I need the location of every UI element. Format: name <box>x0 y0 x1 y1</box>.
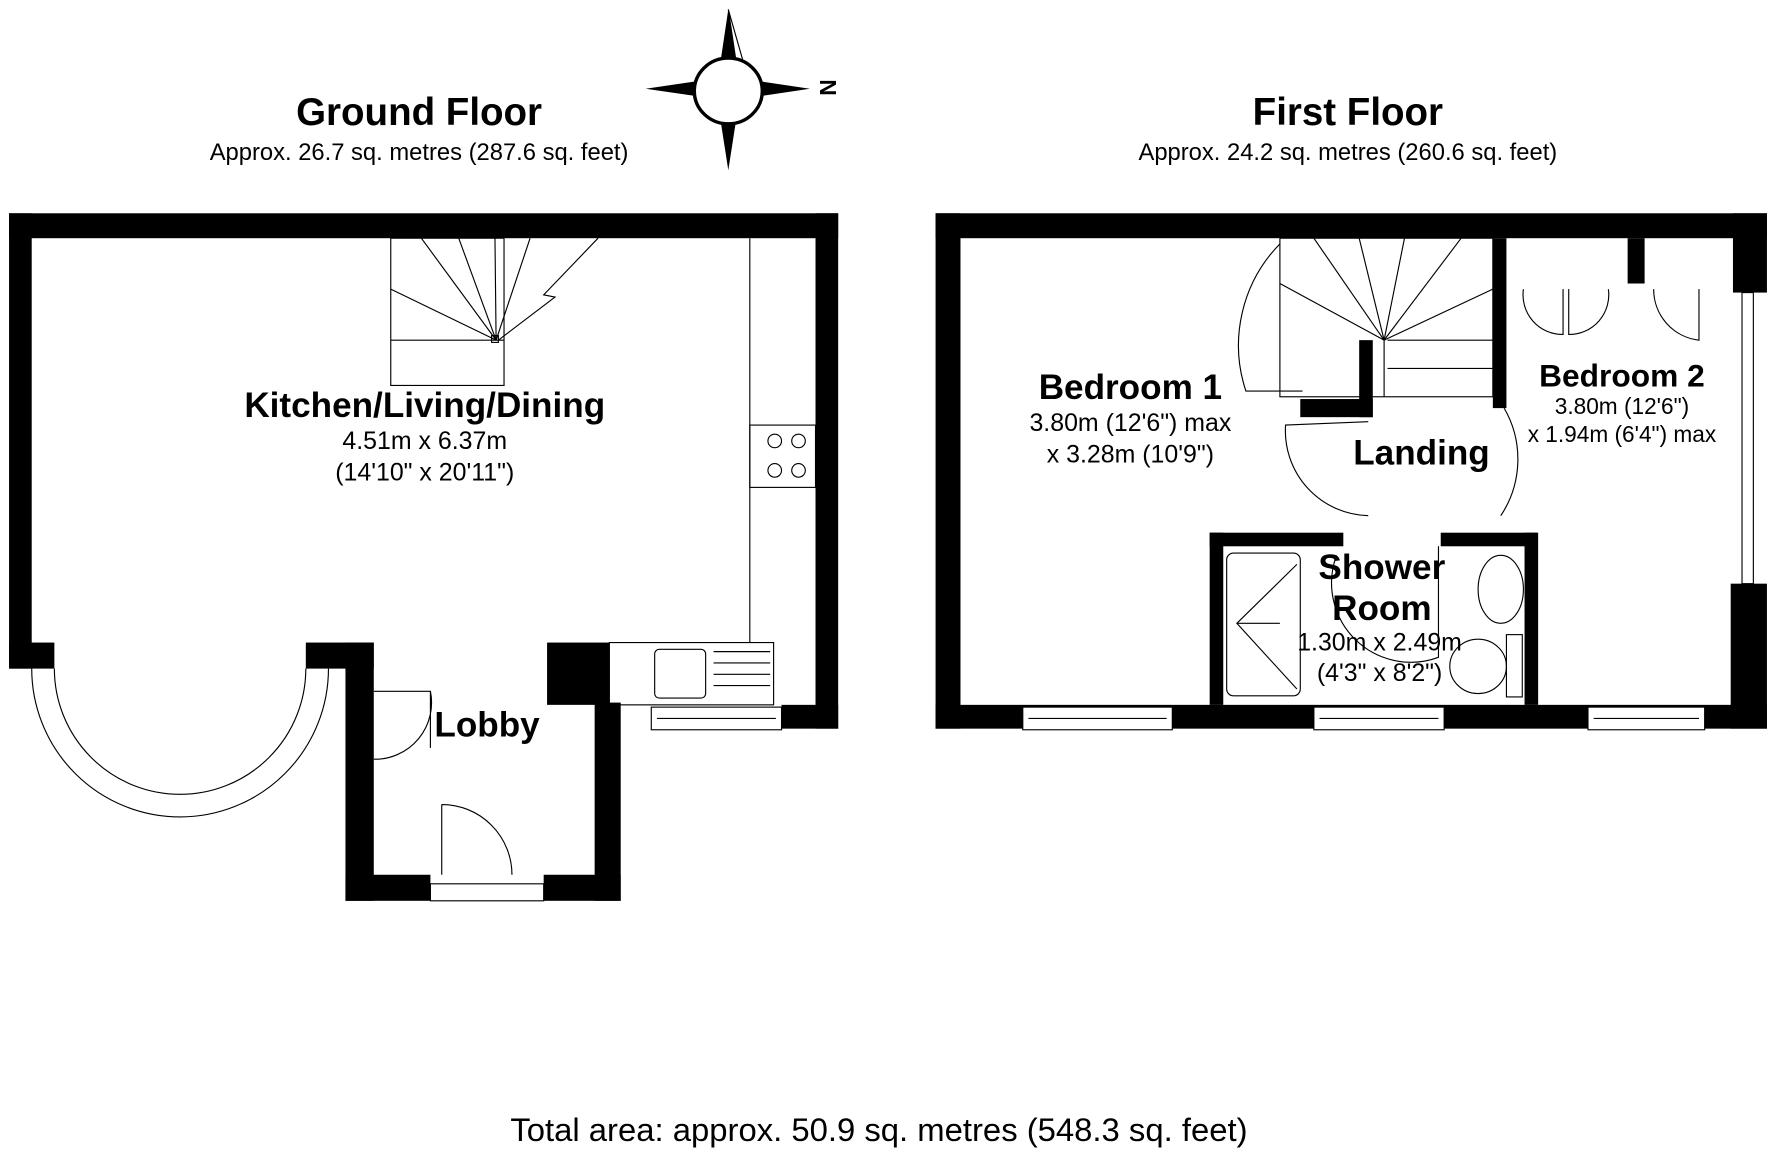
shower-room-dims: 1.30m x 2.49m <box>1297 628 1462 656</box>
first-floor-title: First Floor <box>1253 91 1443 134</box>
kitchen-dims-imperial: (14'10" x 20'11") <box>335 459 514 487</box>
total-area: Total area: approx. 50.9 sq. metres (548… <box>510 1111 1247 1148</box>
shower-room-dims-2: (4'3" x 8'2") <box>1317 659 1442 687</box>
bedroom-2-dims: 3.80m (12'6") <box>1555 393 1689 419</box>
bedroom-1-dims-2: x 3.28m (10'9") <box>1047 440 1214 468</box>
lobby-label: Lobby <box>434 706 540 745</box>
shower-room-label-2: Room <box>1332 589 1431 628</box>
ground-floor-plan: Kitchen/Living/Dining 4.51m x 6.37m (14'… <box>9 213 839 902</box>
landing-label: Landing <box>1353 434 1490 473</box>
bedroom-1-dims: 3.80m (12'6") max <box>1029 409 1231 437</box>
bedroom-1-label: Bedroom 1 <box>1039 368 1222 407</box>
ground-floor-title: Ground Floor <box>296 91 542 134</box>
bedroom-2-dims-2: x 1.94m (6'4") max <box>1528 421 1717 447</box>
shower-room-label-1: Shower <box>1318 548 1445 587</box>
first-floor-plan: Bedroom 1 3.80m (12'6") max x 3.28m (10'… <box>935 213 1767 731</box>
first-floor-area: Approx. 24.2 sq. metres (260.6 sq. feet) <box>1138 139 1557 166</box>
bedroom-2-label: Bedroom 2 <box>1539 358 1705 394</box>
kitchen-living-dining-label: Kitchen/Living/Dining <box>244 386 605 425</box>
compass-north-label: N <box>815 79 841 95</box>
ground-floor-area: Approx. 26.7 sq. metres (287.6 sq. feet) <box>210 139 629 166</box>
compass-rose-icon: N <box>645 9 841 171</box>
kitchen-dims: 4.51m x 6.37m <box>342 427 507 455</box>
